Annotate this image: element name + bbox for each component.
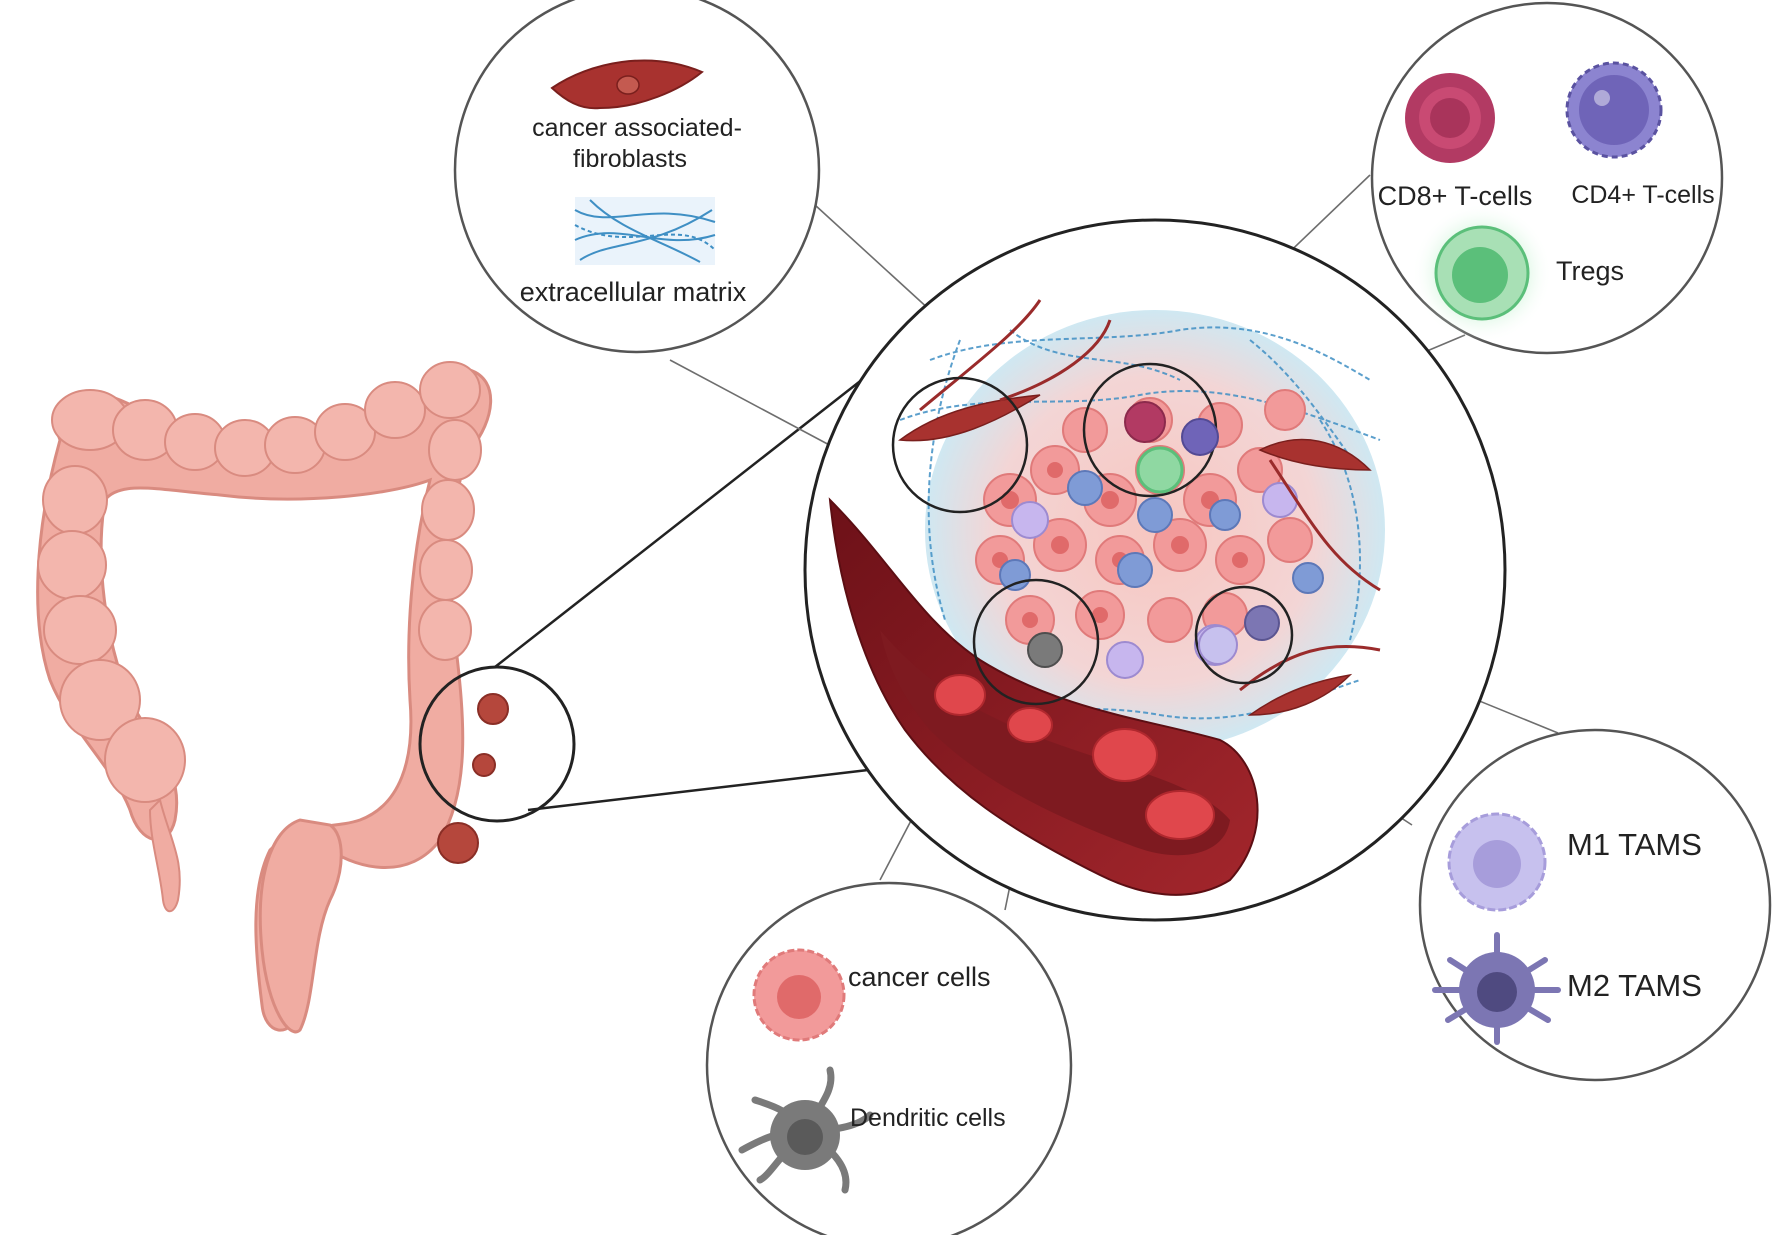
blood-vessel-lumen — [880, 630, 1230, 856]
colon-illustration — [36, 361, 576, 1034]
zoom-connector-lines — [494, 374, 886, 812]
treg-inset — [1136, 446, 1184, 494]
ecm-icon — [574, 197, 716, 265]
cd8-label: CD8+ T-cells — [1378, 181, 1533, 211]
dendritic-cell-icon — [738, 1066, 874, 1194]
m1-tam-icon — [1447, 812, 1547, 912]
caf-label-line2: fibroblasts — [573, 145, 687, 173]
cd4-label: CD4+ T-cells — [1571, 181, 1714, 209]
cancer-dendritic-callout: cancer cells Dendritic cells — [705, 881, 1073, 1235]
fibroblast-ecm-callout: cancer associated- fibroblasts extracell… — [453, 0, 821, 354]
cd4-tcell-inset — [1181, 418, 1219, 456]
colon-haustra — [37, 361, 482, 803]
cancer-cells-label: cancer cells — [848, 962, 991, 992]
cancer-cell-icon — [752, 948, 846, 1042]
tregs-label: Tregs — [1556, 256, 1624, 286]
m2-label: M2 TAMS — [1567, 968, 1702, 1003]
tam-callout: M1 TAMS M2 TAMS — [1418, 728, 1772, 1082]
caf-label-line1: cancer associated- — [532, 114, 742, 142]
cd4-tcell-icon — [1565, 61, 1663, 159]
m1-tam-inset — [1198, 625, 1238, 665]
treg-icon — [1412, 203, 1552, 343]
inset-circles — [891, 362, 1294, 706]
ecm-label: extracellular matrix — [520, 277, 747, 307]
dendritic-cell-inset — [1027, 632, 1063, 668]
red-blood-cells — [934, 674, 1215, 840]
rectum — [258, 818, 343, 1034]
dendritic-label: Dendritic cells — [850, 1104, 1006, 1132]
tumor-microenvironment — [803, 218, 1507, 922]
tumor-blue-cells — [999, 470, 1324, 594]
cd8-tcell-icon — [1405, 73, 1495, 163]
tcell-callout: CD8+ T-cells CD4+ T-cells Tregs — [1370, 1, 1724, 355]
cd8-tcell-inset — [1124, 401, 1166, 443]
m2-tam-icon — [1432, 932, 1561, 1045]
tumor-fibroblast-strands — [919, 299, 1381, 692]
m2-tam-inset — [1244, 605, 1280, 641]
tumor-fibroblasts — [898, 394, 1372, 716]
m1-label: M1 TAMS — [1567, 827, 1702, 862]
colon-tumors — [437, 693, 509, 864]
appendix — [148, 798, 181, 913]
